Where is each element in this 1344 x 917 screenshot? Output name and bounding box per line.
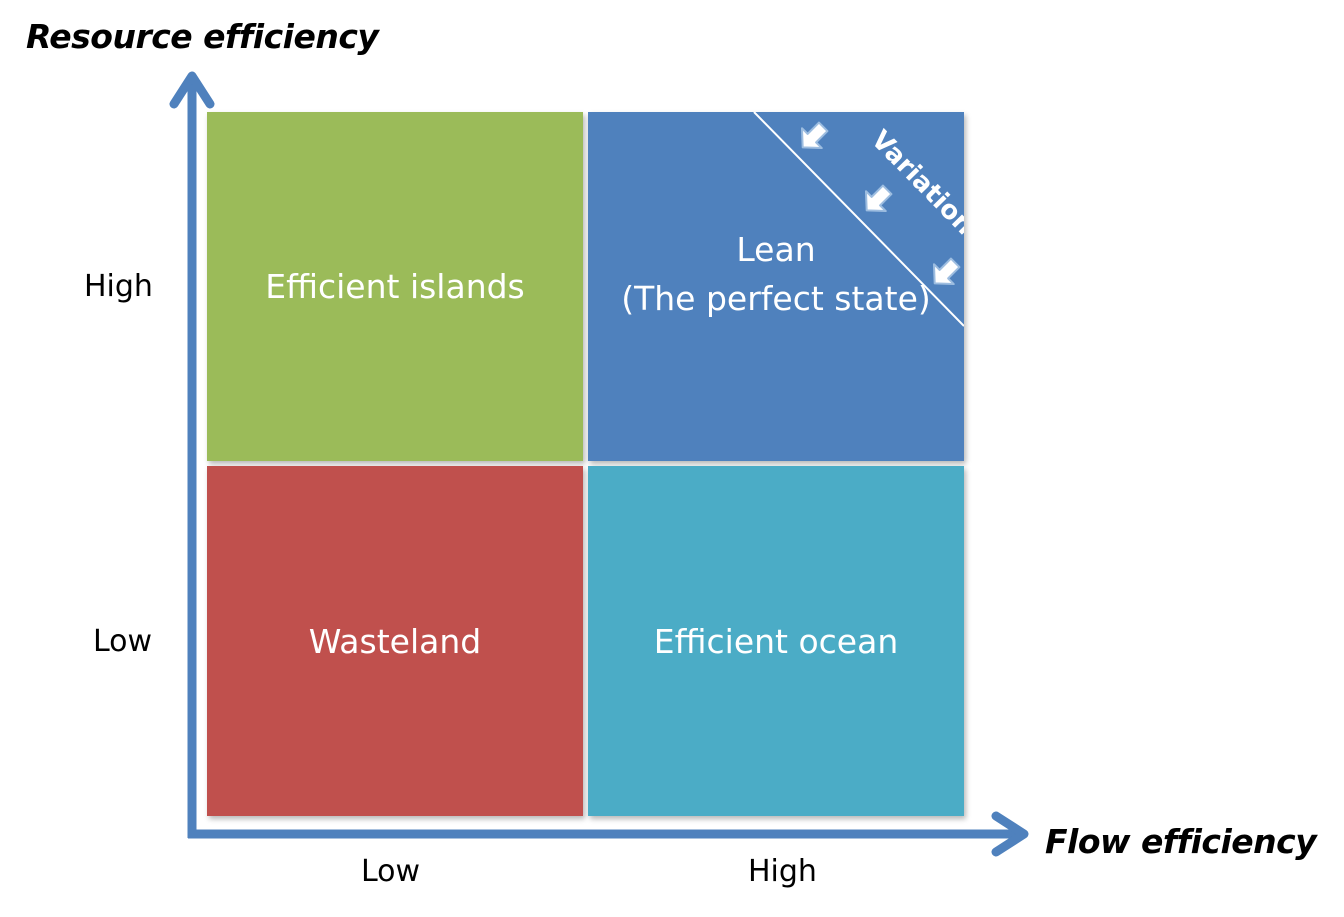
y-tick-label-high: High bbox=[84, 269, 153, 304]
x-axis-arrow bbox=[188, 811, 1029, 857]
y-tick-label-low: Low bbox=[93, 624, 153, 659]
quadrant-efficient-ocean: Efficient ocean bbox=[588, 466, 964, 816]
quadrant-label: Efficient islands bbox=[265, 267, 525, 306]
y-axis-title: Resource efficiency bbox=[26, 17, 379, 56]
x-tick-label-low: Low bbox=[361, 854, 421, 889]
x-tick-label-high: High bbox=[748, 854, 817, 889]
quadrant-efficient-islands: Efficient islands bbox=[207, 112, 583, 461]
x-axis-title: Flow efficiency bbox=[1045, 822, 1317, 861]
y-axis-arrow bbox=[169, 71, 215, 838]
quadrant-label: Efficient ocean bbox=[653, 621, 899, 661]
quadrant-label: Wasteland bbox=[308, 621, 482, 661]
quadrant-label-line1: Lean bbox=[736, 229, 816, 269]
quadrant-lean: Lean (The perfect state) bbox=[588, 112, 964, 461]
quadrant-wasteland: Wasteland bbox=[207, 466, 583, 816]
quadrant-label-group: Lean (The perfect state) bbox=[621, 225, 931, 323]
quadrant-label-line2: (The perfect state) bbox=[621, 278, 931, 318]
